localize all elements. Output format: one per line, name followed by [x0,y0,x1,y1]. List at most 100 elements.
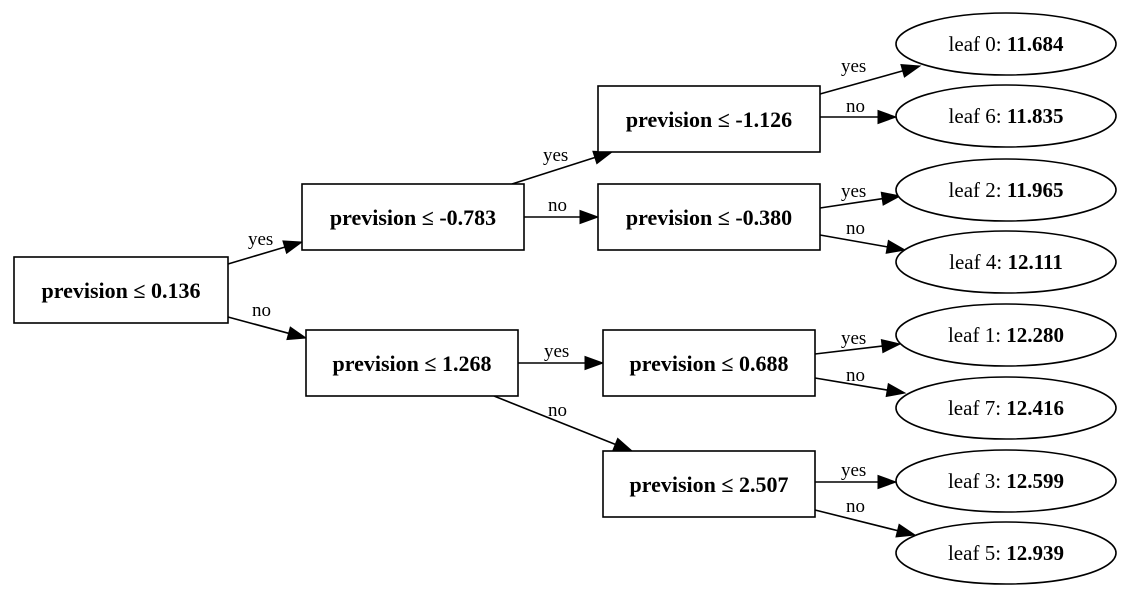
split-operator-symbol: ≤ [133,278,145,303]
split-operator-symbol: ≤ [718,205,730,230]
edge-line [819,70,903,95]
edge-label-no: no [846,96,865,117]
leaf-ellipse [895,12,1117,76]
leaf-ellipse [895,521,1117,585]
split-node-n0: prevision ≤ 0.136 [13,256,229,324]
split-operator-symbol: ≤ [721,351,733,376]
edge-label-yes: yes [248,229,273,250]
split-operator-symbol: ≤ [718,107,730,132]
edge-label-no: no [252,300,271,321]
edge-line [814,345,883,355]
leaf-ellipse [895,449,1117,513]
split-node-n3: prevision ≤ -1.126 [597,85,821,153]
leaf-node-l1: leaf 1: 12.280 [895,303,1117,367]
leaf-label: leaf 5: [948,541,1001,565]
split-feature: prevision [626,205,712,230]
split-threshold: 2.507 [739,472,789,497]
leaf-node-l5: leaf 5: 12.939 [895,521,1117,585]
split-threshold: 1.268 [442,351,492,376]
arrowhead [885,382,907,398]
split-feature: prevision [626,107,712,132]
leaf-node-l2: leaf 2: 11.965 [895,158,1117,222]
edge-label-no: no [548,195,567,216]
leaf-value: 11.835 [1007,104,1064,128]
arrowhead [895,523,917,538]
leaf-text: leaf 1: 12.280 [948,323,1064,347]
split-operator-symbol: ≤ [721,472,733,497]
leaf-text: leaf 2: 11.965 [949,178,1064,202]
leaf-text: leaf 7: 12.416 [948,396,1064,420]
split-threshold: -0.783 [439,205,496,230]
arrowhead [584,355,605,371]
arrowhead [877,474,898,490]
leaf-text: leaf 4: 12.111 [949,250,1063,274]
split-node-box [597,183,821,251]
split-threshold: -0.380 [735,205,792,230]
split-node-n1: prevision ≤ -0.783 [301,183,525,251]
leaf-label: leaf 0: [949,32,1002,56]
leaf-value: 12.416 [1006,396,1064,420]
split-feature: prevision [333,351,419,376]
edge-n2-n5: yes [518,341,605,371]
edge-label-yes: yes [543,145,568,166]
split-operator-symbol: ≤ [422,205,434,230]
edge-n1-n4: no [524,195,600,225]
edge-n2-n6: no [493,395,634,452]
leaf-node-l3: leaf 3: 12.599 [895,449,1117,513]
edge-n0-n1: yes [227,229,304,265]
leaf-value: 12.939 [1006,541,1064,565]
split-node-n5: prevision ≤ 0.688 [602,329,816,397]
split-node-box [602,450,816,518]
leaf-value: 12.280 [1006,323,1064,347]
edge-line [819,234,888,248]
edge-n6-l3: yes [815,460,898,490]
leaf-ellipse [895,230,1117,294]
split-node-box [13,256,229,324]
leaf-node-l0: leaf 0: 11.684 [895,12,1117,76]
split-node-n6: prevision ≤ 2.507 [602,450,816,518]
edge-line [227,316,289,335]
edge-n1-n3: yes [511,145,614,185]
split-condition: prevision ≤ 2.507 [630,472,789,497]
edge-line [814,377,888,391]
edge-line [493,395,616,446]
leaf-text: leaf 5: 12.939 [948,541,1064,565]
split-threshold: 0.136 [151,278,201,303]
edge-label-yes: yes [544,341,569,362]
leaf-node-l6: leaf 6: 11.835 [895,84,1117,148]
arrowhead [877,109,898,125]
edge-n4-l4: no [819,218,907,254]
split-feature: prevision [630,472,716,497]
edge-line [814,509,898,532]
edge-n5-l1: yes [814,328,902,355]
split-condition: prevision ≤ 1.268 [333,351,492,376]
leaf-label: leaf 7: [948,396,1001,420]
split-condition: prevision ≤ -0.380 [626,205,792,230]
arrowhead [880,191,902,206]
split-node-n2: prevision ≤ 1.268 [305,329,519,397]
edge-label-no: no [846,365,865,386]
leaf-label: leaf 6: [949,104,1002,128]
edge-line [227,246,285,265]
edge-n5-l7: no [814,365,907,398]
arrowhead [885,239,907,254]
edge-n4-l2: yes [819,181,902,209]
leaf-text: leaf 6: 11.835 [949,104,1064,128]
leaf-value: 11.684 [1007,32,1064,56]
leaf-text: leaf 0: 11.684 [949,32,1064,56]
arrowhead [579,209,600,225]
arrowhead [286,326,308,341]
edge-label-yes: yes [841,56,866,77]
split-operator-symbol: ≤ [424,351,436,376]
leaf-ellipse [895,84,1117,148]
split-node-box [602,329,816,397]
edge-n3-l0: yes [819,56,922,95]
split-node-n4: prevision ≤ -0.380 [597,183,821,251]
split-feature: prevision [330,205,416,230]
edge-n3-l6: no [820,96,898,125]
leaf-value: 11.965 [1007,178,1064,202]
leaf-ellipse [895,376,1117,440]
edge-line [819,197,883,209]
split-feature: prevision [630,351,716,376]
